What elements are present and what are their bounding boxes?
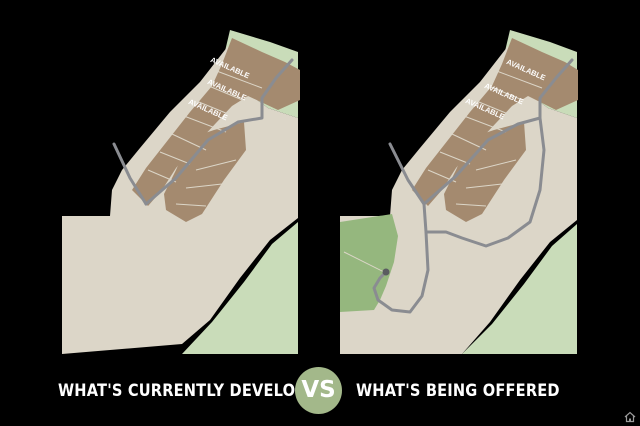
developed-lots-lower [164,122,246,222]
lot-label-group: AVAILABLE AVAILABLE AVAILABLE [464,57,547,121]
developed-lots [412,38,578,206]
land-parcel [340,46,577,354]
caption-currently-developed: WHAT'S CURRENTLY DEVELOPED [58,381,329,401]
lot-lines [147,69,263,207]
lot-label-3: AVAILABLE [464,96,506,121]
open-space-north [502,30,577,118]
roads [112,58,294,206]
lot-label-1: AVAILABLE [505,57,547,82]
home-icon [624,411,636,423]
caption-being-offered: WHAT'S BEING OFFERED [356,381,560,401]
developed-lots [132,38,300,206]
map-currently-developed: AVAILABLE AVAILABLE AVAILABLE [62,30,300,354]
roads [372,58,574,314]
open-space-southeast [182,222,298,354]
open-space-southeast [462,224,577,354]
offered-parcel [340,214,398,312]
offered-parcel-divider [343,251,385,273]
lot-lines [427,69,543,207]
vs-badge: VS [295,367,342,414]
lot-label-2: AVAILABLE [483,81,525,106]
road-cul-de-sac [382,268,390,276]
developed-lots-lower [444,122,526,222]
